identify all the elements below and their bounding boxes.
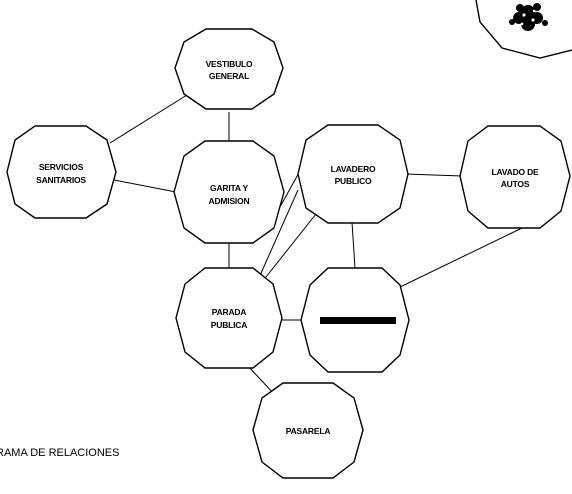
node-parada-publica: PARADA PUBLICA	[175, 267, 283, 369]
node-label-line: PUBLICA	[211, 320, 247, 330]
node-label-line: SANITARIOS	[36, 175, 86, 185]
connections	[109, 89, 523, 397]
svg-text:LAVADO DE: LAVADO DE	[492, 167, 540, 177]
node-label-line: PUBLICO	[335, 176, 372, 186]
node-label-line: PARADA	[212, 307, 247, 317]
octagon-shape	[175, 267, 283, 369]
octagon-shape	[459, 125, 571, 229]
octagon-shape	[252, 382, 364, 479]
svg-text:SERVICIOS: SERVICIOS	[39, 162, 84, 172]
node-label-line: GARITA Y	[210, 183, 248, 193]
node-label-line: PASARELA	[286, 426, 331, 436]
node-label-line: SERVICIOS	[39, 162, 84, 172]
svg-text:GARITA Y: GARITA Y	[210, 183, 248, 193]
svg-text:PASARELA: PASARELA	[286, 426, 331, 436]
edge-vestibulo-servicios	[109, 89, 196, 144]
diagram-caption: RAMA DE RELACIONES	[0, 447, 119, 459]
node-garita-admision: GARITA Y ADMISION	[173, 140, 285, 244]
edge-lavadero-parada-1	[257, 189, 299, 281]
edge-servicios-garita	[113, 179, 177, 193]
edge-lavadero-parada-2	[261, 213, 317, 283]
octagon-shape	[6, 125, 117, 219]
svg-text:VESTIBULO: VESTIBULO	[206, 59, 253, 69]
node-partial-top-right	[475, 0, 572, 59]
svg-text:SANITARIOS: SANITARIOS	[36, 175, 86, 185]
svg-text:PARADA: PARADA	[212, 307, 247, 317]
svg-text:LAVADERO: LAVADERO	[331, 164, 376, 174]
octagon-shape	[174, 28, 284, 110]
octagon-shape	[297, 124, 409, 224]
node-label-line: VESTIBULO	[206, 59, 253, 69]
node-lavadero-publico: LAVADERO PUBLICO	[297, 124, 409, 224]
node-pasarela: PASARELA	[252, 382, 364, 479]
node-unlabeled-bar	[300, 267, 410, 373]
octagon-shape	[173, 140, 285, 244]
edge-lavado-bar	[397, 227, 523, 289]
edge-lavadero-bar	[351, 221, 356, 269]
edge-lavadero-lavado	[404, 173, 463, 177]
node-lavado-autos: LAVADO DE AUTOS	[459, 125, 571, 229]
node-vestibulo-general: VESTIBULO GENERAL	[174, 28, 284, 110]
node-servicios-sanitarios: SERVICIOS SANITARIOS	[6, 125, 117, 219]
node-label-line: LAVADO DE	[492, 167, 540, 177]
shrub-icon	[509, 3, 548, 31]
svg-text:PUBLICO: PUBLICO	[335, 176, 372, 186]
bar-symbol	[320, 317, 396, 324]
node-label-line: GENERAL	[209, 71, 249, 81]
svg-text:AUTOS: AUTOS	[501, 179, 530, 189]
svg-text:PUBLICA: PUBLICA	[211, 320, 247, 330]
node-label-line: AUTOS	[501, 179, 530, 189]
node-label-line: LAVADERO	[331, 164, 376, 174]
edge-parada-pasarela	[245, 363, 277, 397]
svg-text:ADMISION: ADMISION	[209, 196, 250, 206]
node-label-line: ADMISION	[209, 196, 250, 206]
svg-text:GENERAL: GENERAL	[209, 71, 249, 81]
